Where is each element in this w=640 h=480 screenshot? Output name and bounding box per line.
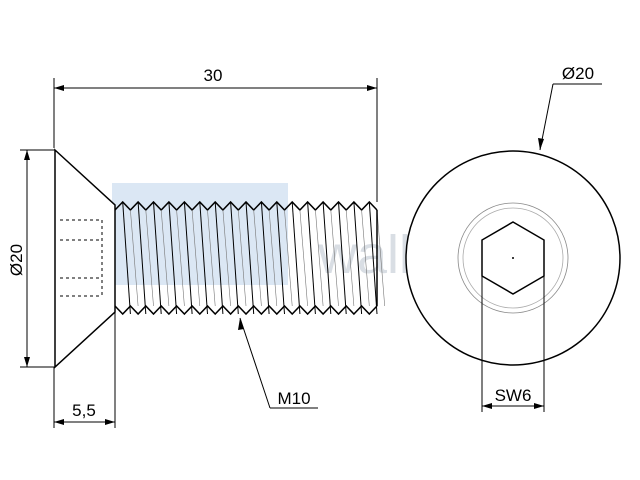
arrow [238, 318, 244, 330]
thread-crest-line [260, 201, 270, 315]
countersunk-head [54, 148, 116, 369]
screw-end-view [405, 150, 621, 366]
arrow-left [54, 419, 64, 425]
thread-root-line [130, 209, 139, 307]
dim-head-diameter-end: Ø20 [538, 64, 602, 151]
thread-crest-line [153, 201, 162, 315]
thread-crest-line [183, 201, 193, 315]
thread-outer-circle [457, 202, 569, 314]
arrow-left [482, 403, 492, 409]
thread-root-line [330, 209, 339, 307]
thread-crest-line [276, 201, 285, 315]
thread-bottom-profile [114, 304, 378, 316]
dim-head-height-text: 5,5 [72, 401, 96, 420]
dim-head-diameter-end-text: Ø20 [562, 64, 594, 83]
hex-socket-hidden-lines [60, 219, 103, 297]
dim-head-diameter-side-text: Ø20 [7, 244, 26, 276]
arrow-top [24, 150, 30, 160]
thread-root-line [238, 209, 247, 307]
arrow [538, 138, 544, 150]
thread-root-line [191, 209, 201, 307]
arrow-right [367, 85, 377, 91]
arrow-right [105, 419, 115, 425]
thread [114, 200, 385, 316]
thread-crest-line [168, 201, 178, 315]
dim-thread-text: M10 [277, 389, 310, 408]
thread-root-line [176, 209, 185, 307]
thread-crest-line [338, 201, 347, 315]
leader-line [239, 317, 271, 409]
thread-root-line [268, 209, 278, 307]
dim-head-height: 5,5 [53, 312, 116, 428]
thread-root-line [315, 209, 324, 307]
thread-crest-line [230, 201, 239, 315]
dim-length-text: 30 [204, 66, 223, 85]
center-point [512, 257, 514, 259]
thread-crest-line [214, 201, 224, 315]
thread-root-line [160, 209, 170, 307]
arrow-bottom [24, 357, 30, 367]
thread-crest-line [322, 201, 332, 315]
thread-crest-line [245, 201, 255, 315]
arrow-right [534, 403, 544, 409]
dim-length: 30 [53, 66, 378, 202]
thread-root-line [299, 209, 308, 307]
thread-crest-line [368, 201, 378, 315]
thread-root-line [376, 209, 385, 307]
hex-socket [481, 221, 545, 295]
thread-root-line [145, 209, 154, 307]
arrow-left [54, 85, 64, 91]
thread-crest-line [307, 201, 316, 315]
dim-head-diameter-side: Ø20 [7, 149, 55, 368]
dim-socket-text: SW6 [495, 386, 532, 405]
dim-socket-width: SW6 [481, 276, 545, 412]
thread-root-line [361, 209, 370, 307]
dim-thread-leader: M10 [238, 317, 318, 409]
thread-root-line [207, 209, 216, 307]
thread-crest-line [291, 201, 301, 315]
thread-crest-line [353, 201, 363, 315]
thread-root-line [284, 209, 293, 307]
thread-root-line [222, 209, 231, 307]
thread-crest-line [137, 201, 147, 315]
thread-crest-line [122, 201, 131, 315]
thread-root-line [345, 209, 355, 307]
screw-side-view [54, 148, 385, 369]
thread-root-line [253, 209, 262, 307]
watermark-box [112, 183, 288, 285]
thread-crest-line [199, 201, 208, 315]
thread-inner-circle [462, 207, 564, 309]
